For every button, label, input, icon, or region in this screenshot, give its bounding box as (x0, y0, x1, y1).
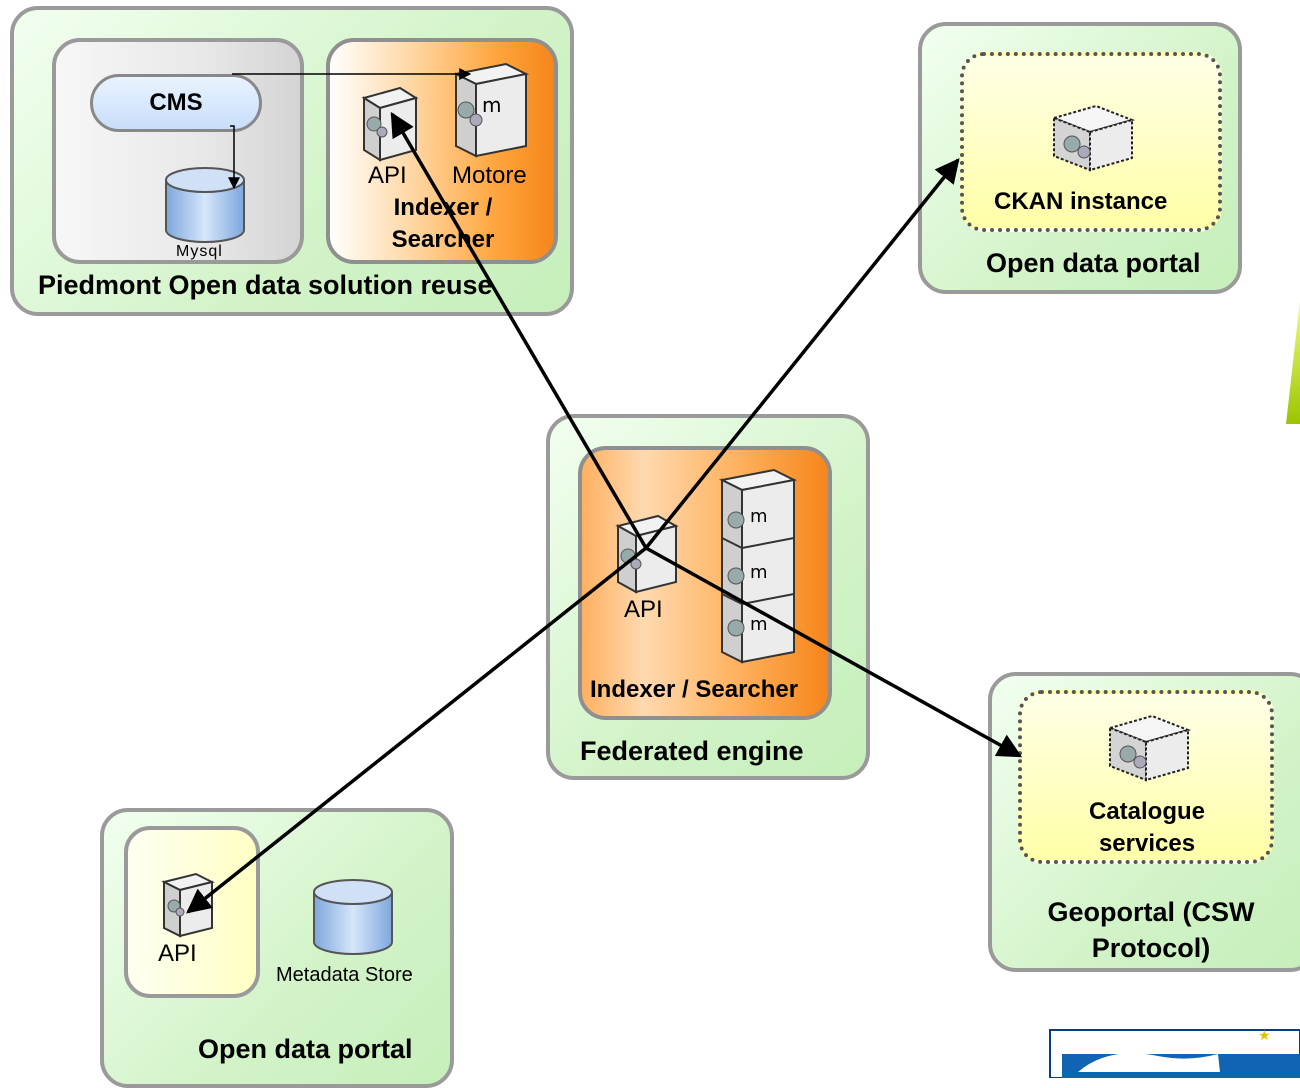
svg-text:m: m (750, 562, 768, 583)
green-accent-shape (1286, 300, 1300, 424)
catalogue-server-icon (1106, 714, 1192, 782)
federated-api-server-icon (615, 514, 679, 594)
mysql-database-icon (165, 167, 245, 243)
cms-node: CMS (90, 74, 262, 132)
bottom-portal-title: Open data portal (198, 1034, 413, 1064)
ckan-title: Open data portal (986, 248, 1201, 278)
hub-to-piedmont-api-arrow (390, 111, 648, 549)
piedmont-motore-label: Motore (452, 162, 527, 189)
metadata-store-database-icon (313, 879, 393, 955)
piedmont-title: Piedmont Open data solution reuse (38, 270, 493, 300)
catalogue-label: Catalogue services (1088, 798, 1205, 857)
hub-to-bottom-api-arrow (186, 546, 648, 914)
federated-title: Federated engine (580, 736, 804, 766)
metadata-store-label: Metadata Store (276, 964, 413, 986)
bottom-api-label: API (158, 940, 197, 967)
cms-label: CMS (149, 89, 203, 116)
mysql-label: Mysql (176, 243, 223, 260)
federated-indexer-label: Indexer / Searcher (590, 676, 799, 703)
cms-to-mysql-arrow (228, 125, 240, 190)
federated-server-stack-icon: m m m (718, 468, 798, 664)
federated-api-label: API (624, 596, 663, 623)
hub-to-geoportal-arrow (645, 546, 1023, 758)
piedmont-motore-server-icon: m (452, 62, 530, 158)
svg-text:★: ★ (1258, 1028, 1271, 1044)
piedmont-api-label: API (368, 162, 407, 189)
svg-text:m: m (750, 614, 768, 635)
logo: ★ (1049, 1028, 1300, 1078)
geoportal-title: Geoportal (CSW Protocol) (1047, 897, 1255, 963)
svg-text:m: m (750, 506, 768, 527)
svg-text:m: m (482, 93, 501, 117)
hub-to-ckan-arrow (644, 158, 960, 550)
ckan-instance-label: CKAN instance (994, 188, 1168, 215)
ckan-server-icon (1050, 104, 1136, 172)
